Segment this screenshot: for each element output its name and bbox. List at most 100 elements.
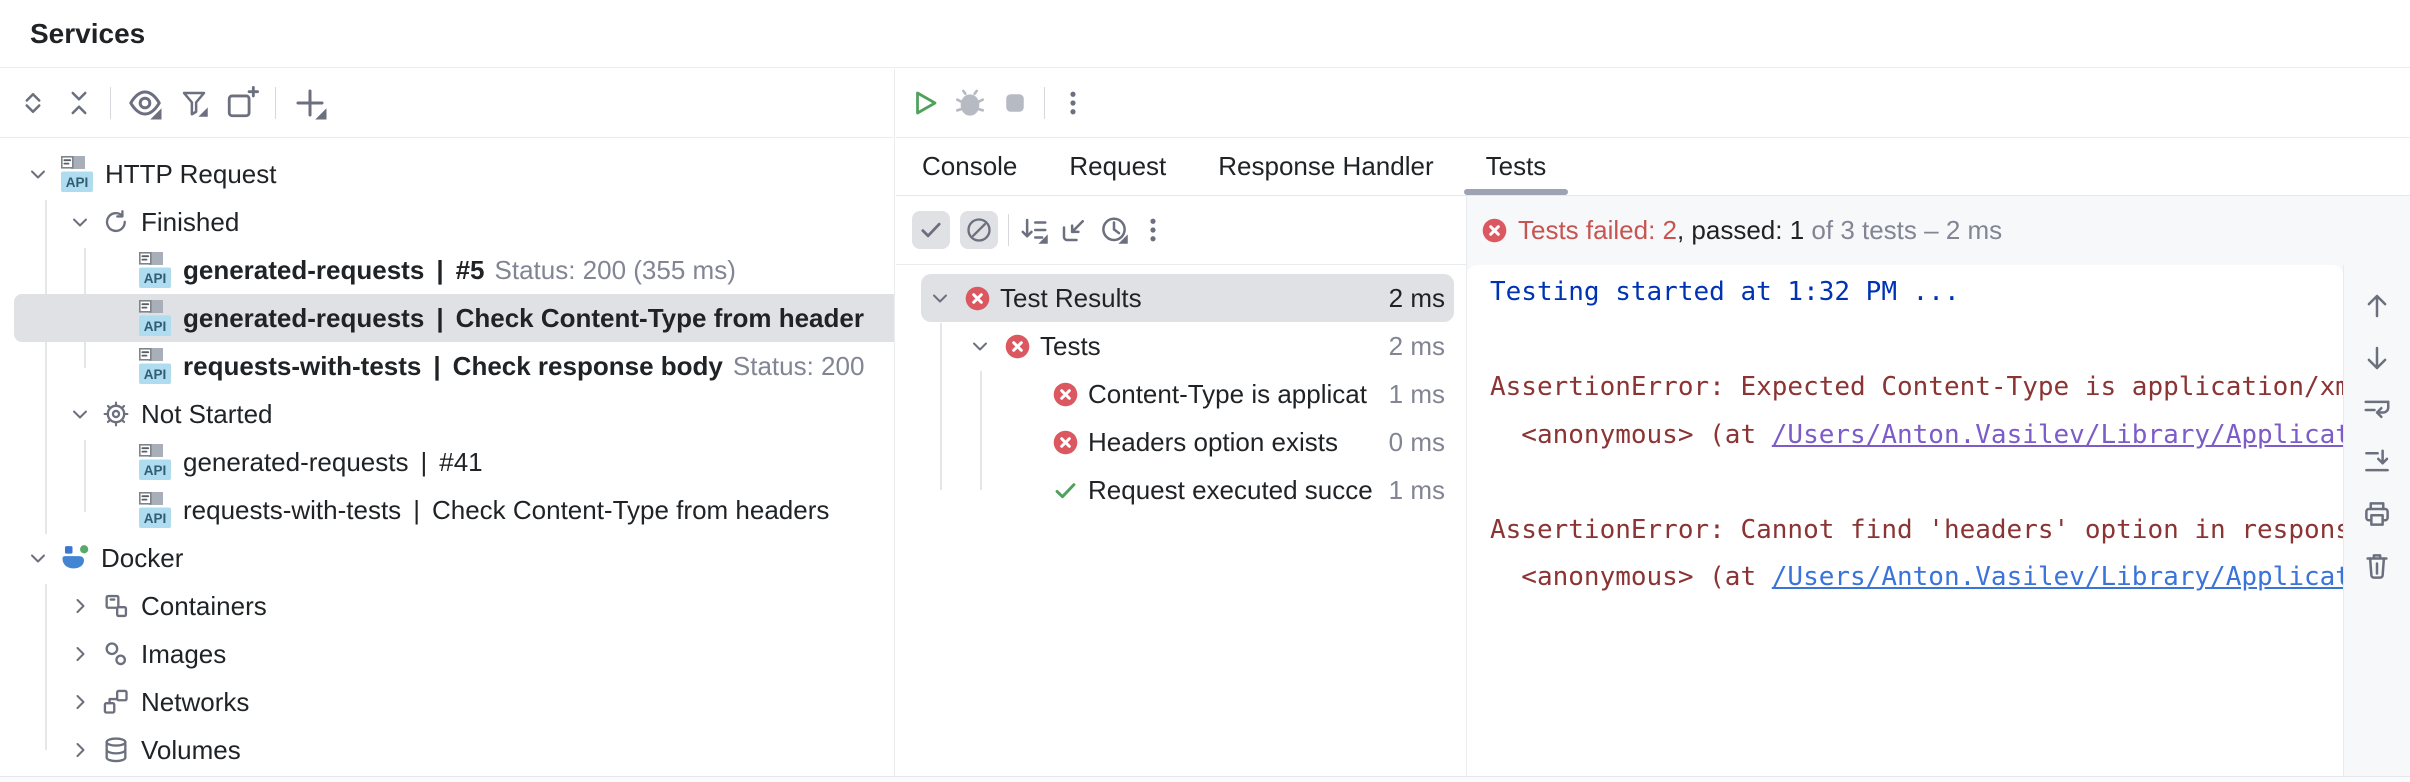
run-toolbar: [896, 69, 2410, 138]
console-text: <anonymous> (at: [1490, 562, 1772, 592]
detail-panel: Console Request Response Handler Tests Test…: [896, 69, 2410, 776]
console-text: AssertionError: Cannot find 'headers' op…: [1490, 514, 2343, 545]
service-tree-row[interactable]: Containers: [0, 582, 894, 630]
file-link[interactable]: /Users/Anton.Vasilev/Library/Applicat: [1771, 419, 2343, 450]
chevron-right-icon[interactable]: [68, 690, 92, 714]
service-tree-row[interactable]: Not Started: [0, 390, 894, 438]
open-in-new-tab-button[interactable]: [225, 86, 259, 120]
test-console-area: Tests failed: 2, passed: 1 of 3 tests – …: [1467, 196, 2410, 776]
filter-button[interactable]: [179, 88, 209, 118]
soft-wrap-button[interactable]: [2362, 395, 2392, 425]
service-tree-row[interactable]: Finished: [0, 198, 894, 246]
show-passed-button[interactable]: [912, 211, 950, 249]
view-options-button[interactable]: [127, 85, 163, 121]
toolbar-separator: [1008, 214, 1009, 246]
service-tree-row[interactable]: API HTTP Request: [0, 150, 894, 198]
debug-button[interactable]: [954, 87, 986, 119]
bottom-edge: [0, 776, 2410, 782]
chevron-down-icon[interactable]: [68, 402, 92, 426]
console-line: <anonymous> (at /Users/Anton.Vasilev/Lib…: [1490, 412, 2343, 460]
chevron-right-icon[interactable]: [68, 642, 92, 666]
print-button[interactable]: [2362, 499, 2392, 529]
console-output[interactable]: Testing started at 1:32 PM ... Assertion…: [1467, 265, 2343, 776]
chevron-right-icon[interactable]: [68, 738, 92, 762]
scroll-down-button[interactable]: [2362, 343, 2392, 373]
tab-response-handler[interactable]: Response Handler: [1218, 151, 1434, 181]
chevron-down-icon[interactable]: [26, 162, 50, 186]
service-tree-row[interactable]: Docker: [0, 534, 894, 582]
http-request-icon: API: [138, 251, 172, 289]
show-duration-button[interactable]: [1099, 215, 1129, 245]
navigate-with-selection-button[interactable]: [1059, 215, 1089, 245]
tests-failed-badge-icon: [1481, 217, 1508, 244]
more-options-button[interactable]: [1059, 89, 1087, 117]
more-options-icon: [1059, 89, 1087, 117]
tree-indent-guide: [940, 323, 942, 490]
sort-button[interactable]: [1019, 215, 1049, 245]
more-options-icon: [1139, 216, 1167, 244]
test-summary-text: Tests failed: 2, passed: 1 of 3 tests – …: [1518, 215, 2002, 246]
show-ignored-button[interactable]: [960, 211, 998, 249]
chevron-right-icon[interactable]: [68, 594, 92, 618]
service-row-text: #41: [439, 446, 483, 477]
failed-badge-icon: [1052, 429, 1079, 456]
service-tree-row[interactable]: Networks: [0, 678, 894, 726]
toolbar-separator: [110, 87, 111, 119]
http-request-icon: API: [138, 443, 172, 481]
run-button[interactable]: [910, 88, 940, 118]
chevron-down-icon[interactable]: [68, 210, 92, 234]
chevron-down-icon[interactable]: [928, 286, 952, 310]
service-row-text: generated-requests: [183, 302, 425, 333]
stop-button[interactable]: [1000, 88, 1030, 118]
scroll-to-end-button[interactable]: [2362, 447, 2392, 477]
navigate-with-selection-icon: [1059, 215, 1089, 245]
test-duration: 0 ms: [1388, 426, 1445, 457]
clear-button[interactable]: [2362, 551, 2392, 581]
tab-console[interactable]: Console: [922, 151, 1018, 181]
collapse-all-icon: [64, 88, 94, 118]
http-request-icon: API: [60, 155, 94, 193]
console-line: AssertionError: Cannot find 'headers' op…: [1490, 507, 2343, 555]
test-summary: Tests failed: 2, passed: 1 of 3 tests – …: [1467, 196, 2410, 265]
service-tree-row[interactable]: Volumes: [0, 726, 894, 774]
test-duration: 2 ms: [1388, 330, 1445, 361]
scroll-up-button[interactable]: [2362, 291, 2392, 321]
service-row-text: Finished: [141, 206, 240, 237]
service-row-text: generated-requests: [183, 254, 425, 285]
add-service-button[interactable]: [292, 85, 328, 121]
service-row-text: Status: 200 (355 ms): [494, 254, 736, 285]
toolbar-separator: [1044, 87, 1045, 119]
tab-request[interactable]: Request: [1069, 151, 1167, 181]
debug-icon: [954, 87, 986, 119]
expand-all-button[interactable]: [18, 88, 48, 118]
show-duration-icon: [1099, 215, 1129, 245]
svg-text:API: API: [66, 175, 89, 190]
console-toolbar: [2343, 265, 2410, 776]
collapse-all-button[interactable]: [64, 88, 94, 118]
tab-tests[interactable]: Tests: [1460, 138, 1573, 195]
stop-icon: [1000, 88, 1030, 118]
more-options-button[interactable]: [1139, 216, 1167, 244]
chevron-down-icon[interactable]: [968, 334, 992, 358]
file-link[interactable]: /Users/Anton.Vasilev/Library/Applicat: [1771, 562, 2343, 592]
service-row-text: Containers: [141, 590, 267, 621]
service-tree-row[interactable]: Images: [0, 630, 894, 678]
service-row-text: HTTP Request: [105, 158, 277, 189]
chevron-down-icon[interactable]: [26, 546, 50, 570]
test-name: Content-Type is applicat: [1088, 378, 1367, 409]
test-name: Request executed succe: [1088, 474, 1373, 505]
svg-text:API: API: [144, 271, 167, 286]
